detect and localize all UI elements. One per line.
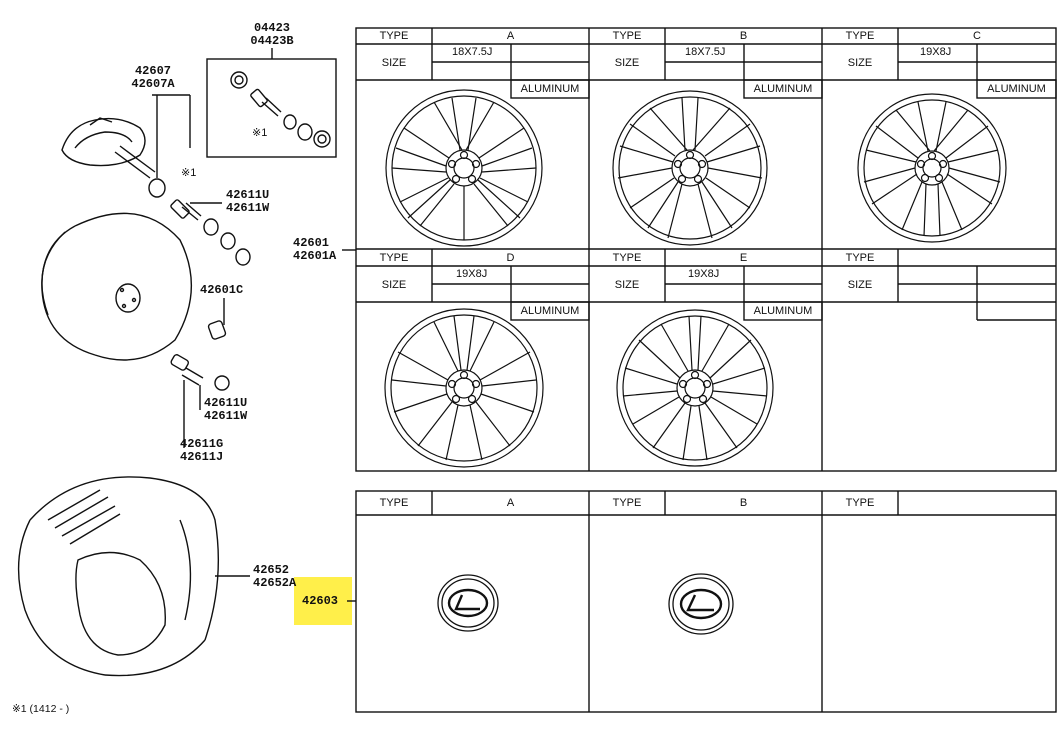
wheel-size-e: 19X8J bbox=[688, 268, 720, 280]
part-wheel-b: 42601A bbox=[293, 249, 337, 263]
part-nut-c: 42611U bbox=[204, 396, 248, 410]
wheel-e-drawing bbox=[616, 309, 774, 467]
wheel-size-d: 19X8J bbox=[456, 268, 488, 280]
part-nut-d: 42611W bbox=[204, 409, 248, 423]
wheel-size-label: SIZE bbox=[381, 57, 407, 69]
cap-table-frame bbox=[355, 490, 1057, 713]
wheel-d-drawing bbox=[384, 308, 544, 468]
wheel-type-label: TYPE bbox=[379, 30, 409, 42]
wheel-type-d: D bbox=[506, 252, 515, 264]
part-kit-b: 04423B bbox=[250, 34, 294, 48]
wheel-material-e: ALUMINUM bbox=[753, 305, 813, 317]
wheel-type-label: TYPE bbox=[845, 30, 875, 42]
part-stud-a: 42611G bbox=[180, 437, 224, 451]
cap-type-label: TYPE bbox=[379, 497, 409, 509]
tpms-sensor bbox=[61, 117, 166, 198]
wheel-type-label: TYPE bbox=[845, 252, 875, 264]
wheel-material-b: ALUMINUM bbox=[753, 83, 813, 95]
wheel-size-c: 19X8J bbox=[920, 46, 952, 58]
part-kit-a: 04423 bbox=[253, 21, 290, 35]
part-lug-nut: 42601C bbox=[200, 283, 244, 297]
part-tire-a: 42652 bbox=[253, 563, 290, 577]
cap-type-b: B bbox=[739, 497, 748, 509]
cap-type-a: A bbox=[506, 497, 515, 509]
wheel-material-c: ALUMINUM bbox=[987, 83, 1046, 95]
part-stud-b: 42611J bbox=[180, 450, 224, 464]
wheel-b-drawing bbox=[612, 90, 768, 246]
wheel-size-label: SIZE bbox=[847, 279, 873, 291]
wheel-a-drawing bbox=[385, 89, 543, 247]
note-mark: ※1 bbox=[252, 127, 268, 139]
note-mark: ※1 bbox=[181, 167, 197, 179]
wheel-type-label: TYPE bbox=[612, 30, 642, 42]
part-wheel-a: 42601 bbox=[293, 236, 330, 250]
cap-type-label: TYPE bbox=[612, 497, 642, 509]
kit-parts bbox=[230, 71, 331, 148]
part-center-cap: 42603 bbox=[302, 594, 339, 608]
part-valve-a: 42607 bbox=[134, 64, 171, 78]
footnote: ※1 (1412 - ) bbox=[12, 703, 70, 715]
wheel-type-b: B bbox=[739, 30, 748, 42]
wheel-type-e: E bbox=[739, 252, 748, 264]
wheel-side bbox=[41, 212, 193, 361]
wheel-type-label: TYPE bbox=[379, 252, 409, 264]
wheel-type-a: A bbox=[506, 30, 515, 42]
wheel-type-label: TYPE bbox=[612, 252, 642, 264]
wheel-size-label: SIZE bbox=[614, 279, 640, 291]
tire bbox=[17, 476, 220, 677]
kit-box bbox=[206, 58, 337, 158]
part-nut-a: 42611U bbox=[226, 188, 270, 202]
part-tire-b: 42652A bbox=[253, 576, 297, 590]
wheel-size-label: SIZE bbox=[614, 57, 640, 69]
wheel-size-b: 18X7.5J bbox=[685, 46, 726, 58]
wheel-size-label: SIZE bbox=[381, 279, 407, 291]
cap-label-highlight bbox=[294, 577, 352, 625]
cap-type-label: TYPE bbox=[845, 497, 875, 509]
part-valve-b: 42607A bbox=[131, 77, 175, 91]
wheel-size-label: SIZE bbox=[847, 57, 873, 69]
wheel-type-c: C bbox=[973, 30, 981, 42]
wheel-material-d: ALUMINUM bbox=[520, 305, 580, 317]
wheel-size-a: 18X7.5J bbox=[452, 46, 493, 58]
wheel-c-drawing bbox=[857, 93, 1007, 243]
wheel-material-a: ALUMINUM bbox=[520, 83, 580, 95]
cap-a-drawing bbox=[437, 574, 499, 632]
cap-b-drawing bbox=[668, 573, 734, 635]
part-nut-b: 42611W bbox=[226, 201, 270, 215]
